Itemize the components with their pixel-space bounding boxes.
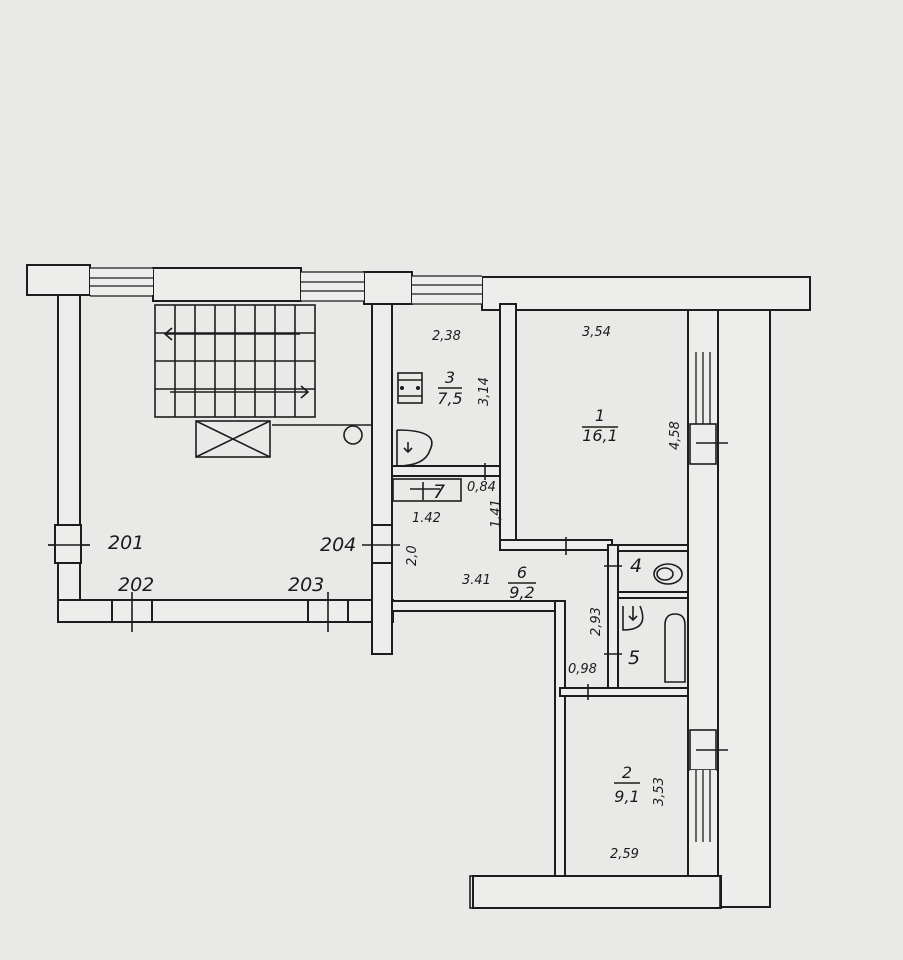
room-2-area: 9,1: [614, 787, 639, 806]
window-right-2: [689, 729, 717, 842]
dim-1-41: 1,41: [489, 499, 504, 528]
bath-fixtures: [396, 372, 433, 467]
dim-4-58: 4,58: [668, 421, 683, 450]
room-7-number: 7: [433, 481, 445, 503]
dim-2-0: 2,0: [405, 545, 420, 566]
dim-2-59: 2,59: [610, 847, 639, 862]
closet-7: [392, 478, 462, 502]
dim-3-54: 3,54: [582, 325, 611, 340]
wc-bath: [617, 544, 691, 689]
dim-3-53: 3,53: [652, 777, 667, 806]
marker-204: 204: [320, 534, 356, 556]
dim-3-41: 3.41: [462, 573, 491, 588]
tick-marks: [48, 442, 728, 751]
room-2-number: 2: [622, 763, 632, 782]
dim-1-42: 1.42: [412, 511, 441, 526]
marker-203: 203: [288, 574, 324, 596]
window-top-3: [412, 275, 482, 305]
dim-3-14: 3,14: [477, 377, 492, 406]
room-6-area: 9,2: [509, 583, 534, 602]
room-1-area: 16,1: [582, 426, 618, 445]
dim-2-38: 2,38: [432, 329, 461, 344]
window-right-1: [689, 352, 717, 465]
room-3-area: 7,5: [437, 389, 462, 408]
room-3-number: 3: [445, 368, 455, 387]
marker-201: 201: [108, 532, 144, 554]
window-top-1: [90, 267, 153, 297]
room-6-number: 6: [517, 563, 527, 582]
dim-0-84: 0,84: [467, 480, 496, 495]
marker-202: 202: [118, 574, 154, 596]
window-top-2: [301, 271, 364, 302]
right-walls: [469, 309, 771, 909]
room-4-number: 4: [630, 555, 642, 577]
dim-2-93: 2,93: [589, 607, 604, 636]
room-1-number: 1: [595, 406, 605, 425]
core-walls: [391, 303, 691, 879]
top-wall: [26, 264, 811, 311]
room-5-number: 5: [628, 647, 640, 669]
dim-0-98: 0,98: [568, 662, 597, 677]
staircase: [154, 304, 372, 458]
